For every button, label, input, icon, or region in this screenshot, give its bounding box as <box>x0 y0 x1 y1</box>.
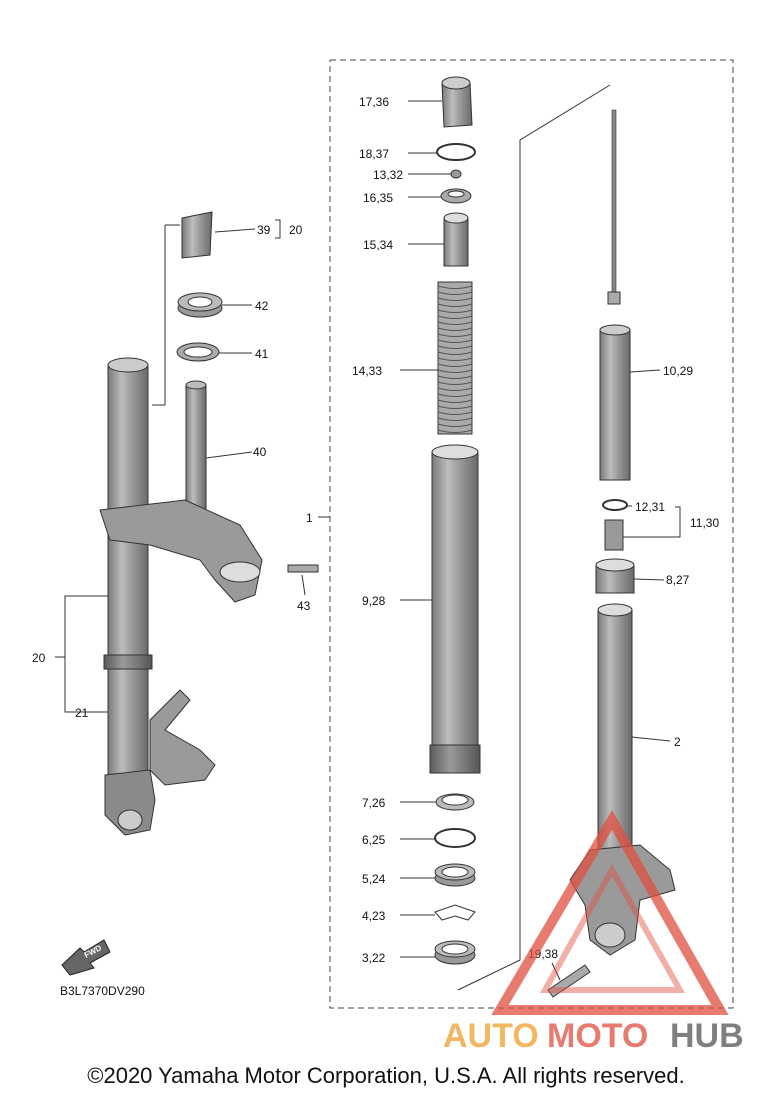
watermark-auto: AUTO <box>443 1017 539 1055</box>
label-13: 13,32 <box>373 168 403 182</box>
assembly-box <box>329 59 734 1009</box>
watermark-hub: HUB <box>670 1017 744 1055</box>
fork-assembly-left <box>55 211 319 836</box>
label-6: 6,25 <box>362 833 386 847</box>
label-3: 3,22 <box>362 951 386 965</box>
label-20-left: 20 <box>32 651 46 665</box>
label-12: 12,31 <box>635 500 665 514</box>
label-11: 11,30 <box>690 516 719 530</box>
label-42: 42 <box>255 299 269 313</box>
label-8: 8,27 <box>666 573 690 587</box>
label-41: 41 <box>255 347 269 361</box>
fwd-arrow-icon: FWD <box>61 939 111 976</box>
label-17: 17,36 <box>359 95 389 109</box>
label-16: 16,35 <box>363 191 393 205</box>
watermark-logo: AUTO MOTO HUB <box>443 810 744 1055</box>
label-43: 43 <box>297 599 311 613</box>
label-14: 14,33 <box>352 364 382 378</box>
label-10: 10,29 <box>663 364 693 378</box>
label-4: 4,23 <box>362 909 386 923</box>
cartridge-axis-line <box>457 84 611 991</box>
label-15: 15,34 <box>363 238 393 252</box>
fork-parts-right <box>547 109 681 998</box>
label-39: 39 <box>257 223 271 237</box>
part-labels: 17,36 18,37 13,32 16,35 15,34 14,33 9,28… <box>32 95 719 998</box>
label-7: 7,26 <box>362 796 386 810</box>
label-18: 18,37 <box>359 147 389 161</box>
fork-parts-center <box>318 76 481 965</box>
label-2: 2 <box>674 735 681 749</box>
label-5: 5,24 <box>362 872 386 886</box>
label-1: 1 <box>306 511 313 525</box>
label-21: 21 <box>75 706 89 720</box>
watermark-moto: MOTO <box>547 1017 648 1055</box>
copyright-notice: ©2020 Yamaha Motor Corporation, U.S.A. A… <box>87 1063 685 1088</box>
diagram-code: B3L7370DV290 <box>60 984 145 998</box>
label-9: 9,28 <box>362 594 386 608</box>
label-40: 40 <box>253 445 267 459</box>
label-20-top: 20 <box>289 223 303 237</box>
